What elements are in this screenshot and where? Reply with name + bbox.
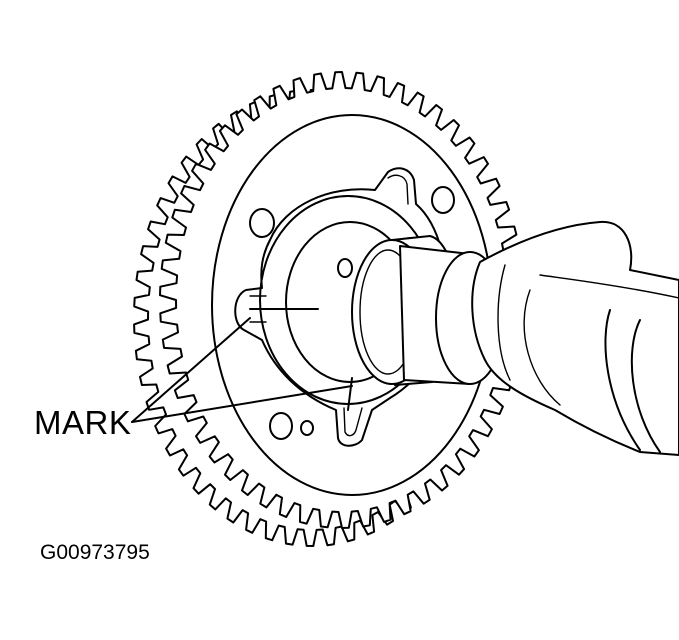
- figure-code: G00973795: [40, 541, 150, 564]
- callout-leaders: [131, 317, 353, 423]
- pin-hole: [300, 420, 314, 436]
- timing-marks: [249, 308, 353, 411]
- timing-mark-lower: [347, 377, 353, 411]
- bolt-holes: [249, 186, 455, 440]
- mark-callout-label: MARK: [34, 404, 132, 441]
- bolt-hole-upper-right: [431, 186, 455, 214]
- bolt-hole-lower-left: [269, 412, 293, 440]
- locating-pin-hole: [337, 258, 353, 278]
- bolt-hole-upper-left: [249, 208, 275, 238]
- camshaft: [351, 220, 679, 456]
